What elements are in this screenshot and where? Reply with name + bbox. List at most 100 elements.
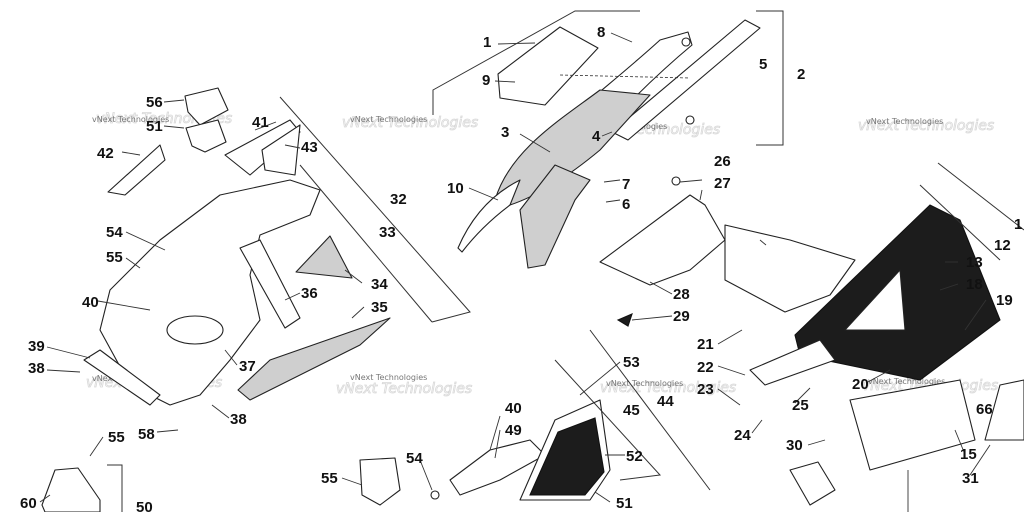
callout-43: 43 xyxy=(301,139,318,156)
callout-54-bottom: 54 xyxy=(406,450,423,467)
callout-40-bottom: 40 xyxy=(505,400,522,417)
callout-24: 24 xyxy=(734,427,751,444)
callout-52: 52 xyxy=(626,448,643,465)
watermark-ghost: vNext Technologies xyxy=(336,381,472,397)
lower-left-assembly xyxy=(41,464,123,512)
callout-55-bottom-left: 55 xyxy=(108,429,125,446)
callout-3: 3 xyxy=(501,124,509,141)
callout-28: 28 xyxy=(673,286,690,303)
lower-center-assembly xyxy=(359,329,711,506)
watermark-ghost: vNext Technologies xyxy=(600,380,736,396)
callout-34: 34 xyxy=(371,276,388,293)
panel-cutout xyxy=(844,269,906,331)
callout-30: 30 xyxy=(786,437,803,454)
callout-5: 5 xyxy=(759,56,767,73)
callout-56: 56 xyxy=(146,94,163,111)
callout-13: 13 xyxy=(966,254,983,271)
panel-34 xyxy=(295,235,353,279)
callout-2: 2 xyxy=(797,66,805,83)
callout-35: 35 xyxy=(371,299,388,316)
bracket-32 xyxy=(279,96,471,323)
callout-51-top: 51 xyxy=(146,118,163,135)
side-panel-assembly xyxy=(599,176,856,327)
fastener-26 xyxy=(671,176,681,186)
callout-53: 53 xyxy=(623,354,640,371)
callout-26: 26 xyxy=(714,153,731,170)
callout-6: 6 xyxy=(622,196,630,213)
callout-44: 44 xyxy=(657,393,674,410)
watermark-text: vNext Technologies xyxy=(350,115,427,124)
decal-42 xyxy=(107,144,166,196)
watermark-text: vNext Technologies xyxy=(866,117,943,126)
gauge-opening xyxy=(166,315,224,345)
bracket-33 xyxy=(299,164,433,323)
panel-27 xyxy=(724,224,856,313)
bracket-12 xyxy=(919,184,1001,261)
console-body xyxy=(99,179,321,406)
callout-10: 10 xyxy=(447,180,464,197)
callout-labels: 1 2 3 4 5 6 7 8 9 10 1 12 13 15 18 19 20… xyxy=(20,24,1022,512)
callout-58: 58 xyxy=(138,426,155,443)
decal-41 xyxy=(224,119,301,176)
callout-19: 19 xyxy=(996,292,1013,309)
fastener-4b xyxy=(685,115,695,125)
bracket-45 xyxy=(554,359,662,481)
callout-41: 41 xyxy=(252,114,269,131)
bracket-1 xyxy=(432,10,640,115)
callout-55-left: 55 xyxy=(106,249,123,266)
console-assembly xyxy=(83,87,471,406)
storage-15 xyxy=(849,379,976,471)
callout-55-bottom: 55 xyxy=(321,470,338,487)
part-60 xyxy=(41,467,101,512)
clip-panel-66 xyxy=(984,379,1024,441)
callout-12: 12 xyxy=(994,237,1011,254)
callout-20: 20 xyxy=(852,376,869,393)
callout-18: 18 xyxy=(966,276,983,293)
callout-42: 42 xyxy=(97,145,114,162)
callout-21: 21 xyxy=(697,336,714,353)
trim-39 xyxy=(83,349,161,406)
right-panel-assembly xyxy=(749,162,1024,512)
callout-66: 66 xyxy=(976,401,993,418)
fastener-5 xyxy=(681,37,691,47)
callout-22: 22 xyxy=(697,359,714,376)
dashed-line xyxy=(559,74,691,79)
bracket-2 xyxy=(756,10,784,146)
gauge-51 xyxy=(185,119,227,153)
callout-54-left: 54 xyxy=(106,224,123,241)
decal-43 xyxy=(261,124,301,176)
rail-5 xyxy=(611,19,761,141)
bracket-44 xyxy=(589,329,711,491)
callout-8: 8 xyxy=(597,24,605,41)
callout-40-left: 40 xyxy=(82,294,99,311)
callout-27: 27 xyxy=(714,175,731,192)
callout-49: 49 xyxy=(505,422,522,439)
watermark-ghost: vNext Technologies xyxy=(858,118,994,134)
bracket-54 xyxy=(359,457,401,506)
watermark-text: vNext Technologies xyxy=(350,373,427,382)
callout-31: 31 xyxy=(962,470,979,487)
callout-38-left: 38 xyxy=(28,360,45,377)
callout-33: 33 xyxy=(379,224,396,241)
bracket-1-right xyxy=(937,162,1024,231)
callout-25: 25 xyxy=(792,397,809,414)
watermark-text: vNext Technologies xyxy=(868,377,945,386)
callout-1: 1 xyxy=(483,34,491,51)
callout-50: 50 xyxy=(136,499,153,512)
panel-28 xyxy=(599,194,726,286)
callout-45: 45 xyxy=(623,402,640,419)
callout-15: 15 xyxy=(960,446,977,463)
callout-60: 60 xyxy=(20,495,37,512)
gauge-bezel-56 xyxy=(184,87,229,126)
callout-32: 32 xyxy=(390,191,407,208)
fastener-54 xyxy=(430,490,440,500)
trim-10 xyxy=(457,179,521,253)
callout-38-bottom: 38 xyxy=(230,411,247,428)
bracket-36 xyxy=(239,239,301,329)
callout-11: 1 xyxy=(1014,216,1022,233)
callout-4: 4 xyxy=(592,128,601,145)
callout-51-bottom: 51 xyxy=(616,495,633,512)
watermark-text: vNext Technologies xyxy=(92,115,169,124)
windshield-panel-9 xyxy=(497,26,599,106)
